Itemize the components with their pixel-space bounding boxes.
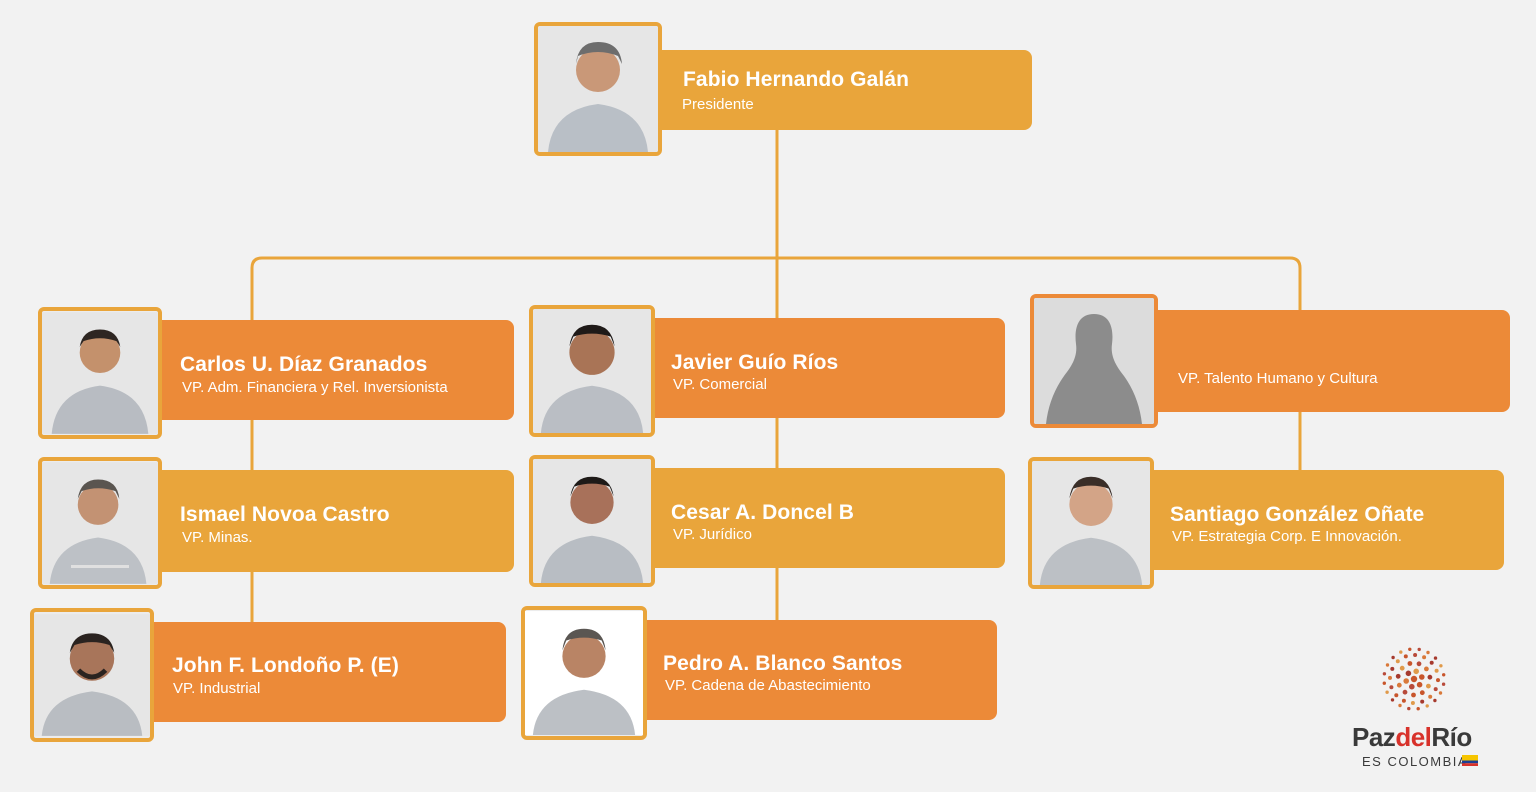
- logo-tagline: ES COLOMBIA: [1362, 754, 1469, 769]
- logo-dot: [1394, 693, 1399, 698]
- person-role: VP. Minas.: [182, 529, 253, 546]
- logo-dot: [1407, 661, 1413, 666]
- logo-dot: [1391, 655, 1395, 660]
- logo-dot: [1416, 681, 1423, 688]
- logo-dot: [1396, 682, 1402, 688]
- logo-dot: [1402, 689, 1408, 695]
- person-photo: [529, 305, 655, 437]
- placeholder-silhouette: [1030, 294, 1158, 428]
- logo-dot: [1410, 675, 1418, 683]
- logo-dot: [1424, 666, 1429, 672]
- logo-dot: [1436, 678, 1440, 683]
- person-name: Cesar A. Doncel B: [671, 501, 854, 524]
- logo-dot: [1419, 690, 1425, 696]
- logo-dot: [1385, 663, 1390, 667]
- person-name: Carlos U. Díaz Granados: [180, 353, 428, 376]
- logo-dot: [1399, 665, 1405, 671]
- person-role: VP. Talento Humano y Cultura: [1178, 370, 1378, 387]
- logo-dot: [1403, 678, 1409, 684]
- logo-dot: [1419, 674, 1425, 680]
- card-bar: John F. Londoño P. (E) VP. Industrial: [142, 622, 506, 722]
- logo-brand-main: Paz: [1352, 722, 1396, 752]
- logo-dot: [1410, 701, 1415, 705]
- logo-dot: [1389, 685, 1394, 690]
- person-role: VP. Adm. Financiera y Rel. Inversionista: [182, 379, 448, 396]
- logo-dot: [1382, 672, 1387, 676]
- person-name: Santiago González Oñate: [1170, 503, 1425, 526]
- card-bar: Fabio Hernando Galán Presidente: [640, 50, 1032, 130]
- logo-wordmark: PazdelRío: [1352, 722, 1472, 753]
- card-bar: Pedro A. Blanco Santos VP. Cadena de Aba…: [632, 620, 997, 720]
- logo-dot: [1390, 666, 1395, 671]
- logo-brand-end: Río: [1431, 722, 1472, 752]
- person-role: VP. Industrial: [173, 680, 261, 697]
- logo-dot: [1416, 661, 1422, 667]
- logo-dot: [1425, 704, 1429, 708]
- logo-dot: [1416, 707, 1420, 711]
- logo-dot: [1407, 706, 1411, 711]
- logo-dot: [1433, 698, 1437, 703]
- logo-dot: [1385, 690, 1389, 694]
- colombia-flag-icon: [1462, 755, 1478, 766]
- logo-dot: [1390, 698, 1395, 702]
- logo-dot: [1413, 653, 1418, 657]
- card-bar: Carlos U. Díaz Granados VP. Adm. Financi…: [150, 320, 514, 420]
- person-photo: [529, 455, 655, 587]
- logo-dot: [1382, 681, 1386, 685]
- logo-dot: [1395, 659, 1400, 664]
- logo-dot: [1426, 650, 1430, 655]
- person-name: Pedro A. Blanco Santos: [663, 652, 903, 675]
- person-photo: [1028, 457, 1154, 589]
- logo-dot: [1427, 674, 1433, 680]
- person-role: VP. Jurídico: [673, 526, 752, 543]
- card-bar: Ismael Novoa Castro VP. Minas.: [150, 470, 514, 572]
- logo-dot: [1429, 660, 1434, 665]
- logo-dot: [1433, 687, 1438, 692]
- logo-dot: [1426, 683, 1431, 689]
- logo-dot: [1420, 699, 1425, 704]
- person-role: VP. Comercial: [673, 376, 767, 393]
- logo-dot: [1441, 682, 1446, 686]
- person-name: Fabio Hernando Galán: [683, 68, 910, 91]
- person-photo: [521, 606, 647, 740]
- person-photo: [534, 22, 662, 156]
- logo-dot: [1433, 656, 1438, 660]
- logo-dot: [1439, 664, 1443, 668]
- person-name: John F. Londoño P. (E): [172, 654, 399, 677]
- logo-dot: [1388, 675, 1392, 680]
- person-role: VP. Cadena de Abastecimiento: [665, 677, 871, 694]
- logo-dot: [1422, 655, 1427, 660]
- logo-dot: [1438, 691, 1443, 695]
- person-role: VP. Estrategia Corp. E Innovación.: [1172, 528, 1402, 545]
- pazdelrio-logo-icon: [1382, 647, 1446, 711]
- person-photo: [38, 307, 162, 439]
- logo-dot: [1399, 650, 1403, 654]
- person-name: Ismael Novoa Castro: [180, 503, 390, 526]
- logo-dot: [1408, 647, 1412, 651]
- person-role: Presidente: [682, 96, 754, 113]
- logo-dot: [1428, 694, 1433, 699]
- person-photo: [30, 608, 154, 742]
- card-bar: Cesar A. Doncel B VP. Jurídico: [640, 468, 1005, 568]
- person-photo: [38, 457, 162, 589]
- logo-dot: [1401, 698, 1406, 703]
- logo-dot: [1403, 654, 1408, 659]
- logo-dot: [1413, 668, 1419, 675]
- logo-dot: [1405, 670, 1412, 677]
- logo-dot: [1411, 692, 1416, 698]
- card-bar: Javier Guío Ríos VP. Comercial: [640, 318, 1005, 418]
- logo-dot: [1417, 647, 1421, 652]
- logo-dot: [1442, 673, 1446, 677]
- logo-dot: [1434, 668, 1439, 673]
- logo-brand-accent: del: [1395, 722, 1432, 752]
- card-bar: Santiago González Oñate VP. Estrategia C…: [1140, 470, 1504, 570]
- card-bar: VP. Talento Humano y Cultura: [1142, 310, 1510, 412]
- logo-dot: [1398, 703, 1402, 708]
- logo-dot: [1409, 683, 1415, 690]
- logo-dot: [1395, 673, 1401, 679]
- person-name: Javier Guío Ríos: [671, 351, 839, 374]
